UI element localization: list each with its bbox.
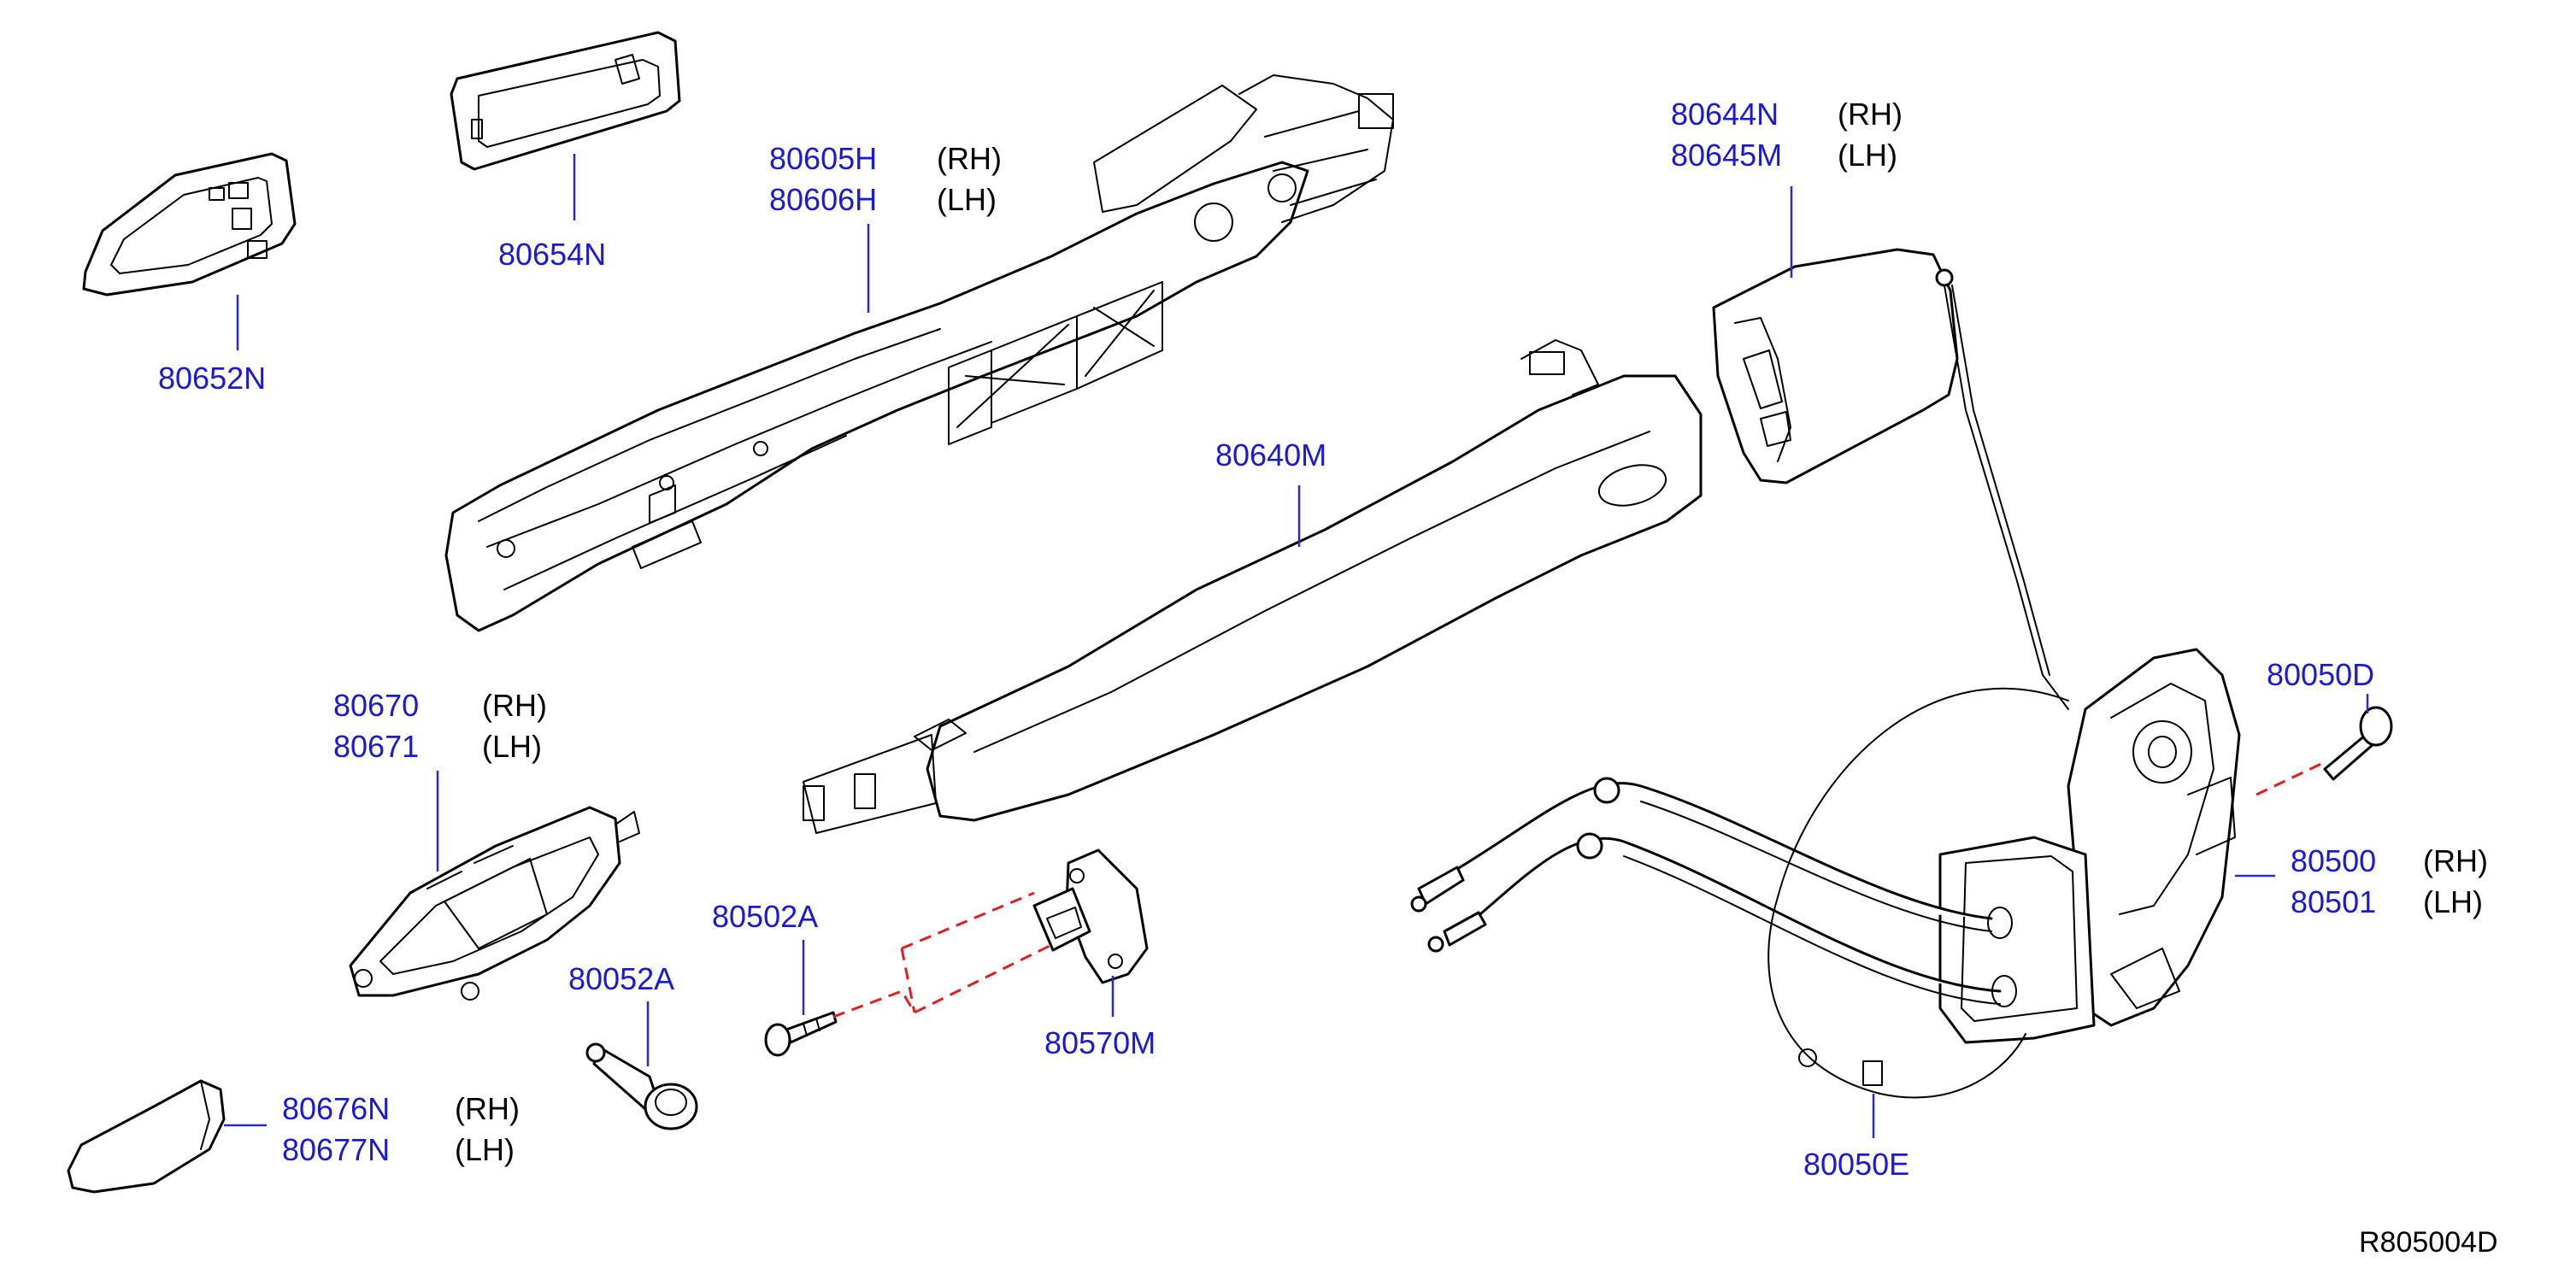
part-80052A-bolt [585, 1042, 698, 1130]
part-80050D-screw [2323, 706, 2393, 781]
part-number-80502A: 80502A [712, 899, 818, 934]
callout-80652N: 80652N [158, 361, 266, 396]
callout-80644N: 80644N (RH) [1671, 97, 1903, 132]
callout-80645M: 80645M (LH) [1671, 138, 1897, 173]
callout-80570M: 80570M [1044, 1025, 1156, 1060]
side-tag-80677N: (LH) [455, 1132, 515, 1167]
callout-80605H: 80605H (RH) [769, 141, 1002, 176]
part-number-80654N: 80654N [498, 237, 606, 272]
part-number-80501: 80501 [2291, 884, 2376, 919]
callout-80052A: 80052A [568, 961, 674, 996]
side-tag-80676N: (RH) [455, 1091, 520, 1126]
part-80654N-gasket [450, 31, 681, 171]
callout-80640M: 80640M [1215, 437, 1326, 473]
callout-80606H: 80606H (LH) [769, 182, 997, 217]
leader-lines [224, 154, 2369, 1138]
callout-80500: 80500 (RH) [2291, 843, 2488, 878]
callout-80501: 80501 (LH) [2291, 884, 2483, 919]
part-number-80670: 80670 [333, 688, 419, 723]
callout-80654N: 80654N [498, 237, 606, 272]
callout-80050E: 80050E [1803, 1147, 1909, 1182]
callout-80670: 80670 (RH) [333, 688, 547, 723]
part-number-80050D: 80050D [2267, 657, 2374, 692]
callout-80677N: 80677N (LH) [282, 1132, 515, 1167]
part-80605H-handle-bracket [444, 74, 1394, 632]
callout-80676N: 80676N (RH) [282, 1091, 520, 1126]
part-number-80605H: 80605H [769, 141, 877, 176]
side-tag-80501: (LH) [2423, 884, 2483, 919]
side-tag-80644N: (RH) [1838, 97, 1903, 132]
part-number-80570M: 80570M [1044, 1025, 1156, 1060]
part-number-80052A: 80052A [568, 961, 674, 996]
part-number-80640M: 80640M [1215, 437, 1326, 473]
side-tag-80671: (LH) [482, 729, 542, 764]
side-tag-80500: (RH) [2423, 843, 2488, 878]
part-number-80050E: 80050E [1803, 1147, 1909, 1182]
part-number-80500: 80500 [2291, 843, 2376, 878]
alignment-lines [832, 760, 2326, 1019]
part-number-80677N: 80677N [282, 1132, 390, 1167]
part-number-80644N: 80644N [1671, 97, 1779, 132]
side-tag-80606H: (LH) [937, 182, 997, 217]
side-tag-80645M: (LH) [1838, 138, 1897, 173]
callout-80050D: 80050D [2267, 657, 2374, 692]
diagram-reference-code: R805004D [2359, 1226, 2498, 1259]
callout-80671: 80671 (LH) [333, 729, 542, 764]
part-80676N-escutcheon [67, 1079, 226, 1194]
part-number-80676N: 80676N [282, 1091, 390, 1126]
part-80500-door-lock [1938, 648, 2241, 1044]
actuator-cables [1410, 268, 2069, 1099]
side-tag-80605H: (RH) [937, 141, 1002, 176]
part-80644N-handle-cap [1712, 248, 1959, 484]
part-number-80652N: 80652N [158, 361, 266, 396]
side-tag-80670: (RH) [482, 688, 547, 723]
part-number-80671: 80671 [333, 729, 419, 764]
part-80640M-outside-handle [803, 339, 1703, 834]
part-80502A-screw [764, 1011, 838, 1057]
part-80570M-striker [1032, 848, 1149, 984]
part-number-80606H: 80606H [769, 182, 877, 217]
callout-80502A: 80502A [712, 899, 818, 934]
part-80652N-gasket [82, 152, 297, 296]
part-80670-inside-handle [349, 806, 640, 1001]
part-number-80645M: 80645M [1671, 138, 1782, 173]
